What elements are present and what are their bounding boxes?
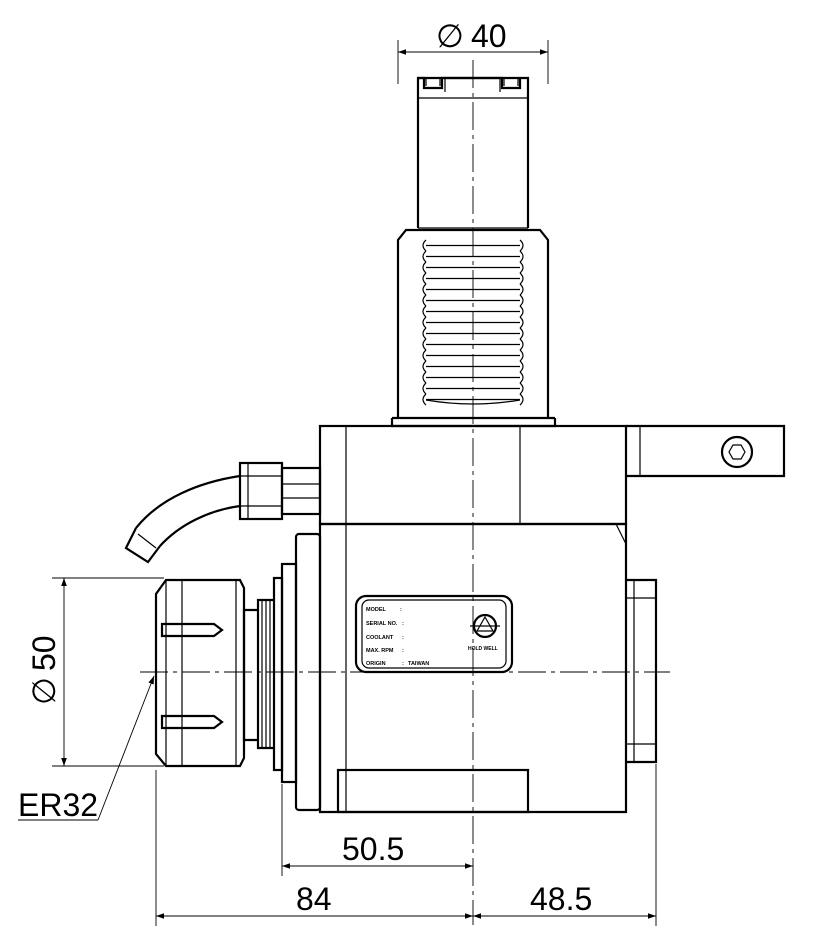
main-body xyxy=(318,424,658,814)
serration-ridge xyxy=(422,294,524,307)
plate-model-label: MODEL xyxy=(366,607,387,613)
plate-sep-3: : xyxy=(402,635,404,641)
serration-ridge xyxy=(422,261,524,274)
collet-diameter-value: 50 xyxy=(26,635,62,671)
right-length-value: 48.5 xyxy=(530,881,592,917)
bracket-arm xyxy=(626,424,786,478)
dimension-overall: 84 48.5 xyxy=(155,764,657,926)
plate-sep-5: : xyxy=(402,661,404,667)
dimension-collet-diameter: ∅ 50 xyxy=(26,577,164,767)
serration-ridge xyxy=(422,338,524,351)
plate-sep-4: : xyxy=(402,648,404,654)
serration-ridge xyxy=(422,250,524,263)
serration-section xyxy=(390,228,557,428)
nameplate: MODEL : SERIAL NO. : COOLANT : MAX. RPM … xyxy=(354,594,514,674)
coolant-fitting xyxy=(124,461,322,564)
er-collet-nut xyxy=(154,578,246,768)
plate-origin-value: TAIWAN xyxy=(408,661,429,667)
left-length-value: 84 xyxy=(296,881,332,917)
dimension-collet-offset: 50.5 xyxy=(281,784,473,876)
plate-sep-2: : xyxy=(402,621,404,627)
offset-value: 50.5 xyxy=(342,831,404,867)
plate-rpm-label: MAX. RPM xyxy=(366,648,394,654)
diameter-symbol-50: ∅ xyxy=(26,677,62,705)
shank-diameter-value: 40 xyxy=(471,18,507,54)
dimension-shank-diameter: ∅ 40 xyxy=(397,18,549,84)
collet-type-label: ER32 xyxy=(18,787,98,823)
hex-socket-screw-icon xyxy=(720,435,754,469)
collet-type-callout: ER32 xyxy=(18,675,155,823)
plate-sep-1: : xyxy=(400,607,402,613)
plate-serial-label: SERIAL NO. xyxy=(366,621,398,627)
plate-coolant-label: COOLANT xyxy=(366,635,394,641)
plate-origin-label: ORIGIN xyxy=(366,661,386,667)
brand-name: HOLD WELL xyxy=(468,646,498,652)
serration-ridge xyxy=(422,305,524,318)
brand-logo-icon xyxy=(470,613,500,639)
diameter-symbol: ∅ xyxy=(436,18,464,54)
